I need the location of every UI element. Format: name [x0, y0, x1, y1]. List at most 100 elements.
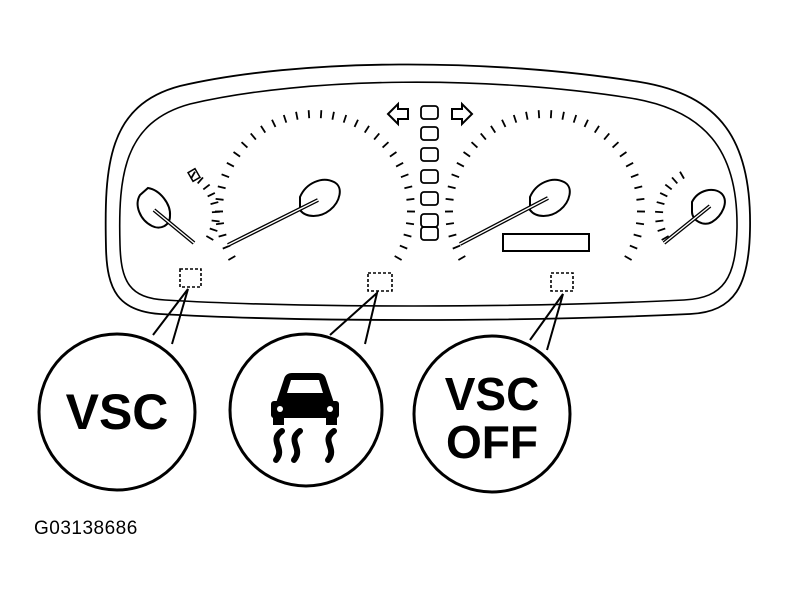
- warning-lamp-7: [420, 226, 439, 241]
- fuel-gauge-ticks: [190, 171, 220, 241]
- temperature-gauge-tick: [661, 235, 670, 241]
- slip-callout: [228, 290, 384, 488]
- speedometer-tick: [394, 255, 403, 261]
- warning-lamp-1: [420, 105, 439, 120]
- speedometer-tick: [319, 110, 323, 119]
- tachometer: [444, 110, 646, 261]
- fuel-gauge-tick: [207, 192, 216, 198]
- speedometer-tick: [260, 125, 267, 134]
- fuel-gauge-tick: [209, 227, 218, 232]
- vsc-callout-label: VSC: [66, 384, 169, 440]
- speedometer-tick: [221, 173, 230, 179]
- temperature-gauge-tick: [659, 192, 668, 198]
- speedometer-tick: [295, 111, 299, 120]
- tachometer-tick: [537, 110, 541, 119]
- cluster-inner-bezel: [118, 81, 738, 307]
- tachometer-tick: [633, 233, 642, 238]
- speedometer-tick: [271, 119, 277, 128]
- figure-id: G03138686: [34, 518, 138, 539]
- warning-lamp-4: [420, 169, 439, 184]
- fuel-gauge-tick: [210, 201, 219, 205]
- tachometer-tick: [447, 185, 456, 190]
- center-warning-lamps: [420, 105, 439, 241]
- tachometer-tick: [635, 222, 645, 226]
- temperature-gauge-tick: [655, 210, 664, 214]
- speedometer-tick: [389, 151, 397, 158]
- temperature-gauge-tick: [664, 183, 673, 191]
- speedometer-tick: [404, 185, 413, 190]
- speedometer-tick: [282, 114, 288, 123]
- tachometer-tick: [456, 161, 465, 168]
- tachometer-tick: [625, 161, 634, 168]
- warning-lamp-2: [420, 126, 439, 141]
- fuel-needle-hub: [136, 186, 172, 229]
- speedometer-tick: [331, 111, 335, 120]
- speedometer-tick: [403, 233, 412, 238]
- tachometer-tick: [463, 151, 471, 158]
- fuel-gauge-tick: [211, 219, 220, 223]
- tachometer-tick: [452, 244, 461, 250]
- speedometer-tick: [399, 244, 408, 250]
- tachometer-tick: [619, 151, 627, 158]
- speedometer-tick: [373, 132, 380, 141]
- speedometer-tick: [342, 114, 348, 123]
- vsc-off-leader-line: [529, 293, 564, 351]
- tachometer-tick: [611, 141, 620, 149]
- speedometer-tick: [406, 198, 415, 201]
- speedometer-needle-hub: [299, 178, 341, 217]
- tachometer-tick: [445, 198, 454, 201]
- tachometer-tick: [525, 111, 529, 120]
- left-turn-signal-icon: [386, 101, 409, 127]
- speedometer-tick: [218, 233, 227, 238]
- tachometer-tick: [490, 125, 497, 134]
- cluster-outer-housing: [104, 63, 751, 321]
- tachometer-tick: [445, 222, 455, 226]
- speedometer-tick: [363, 125, 370, 134]
- tachometer-tick: [629, 244, 638, 250]
- odometer-display: [502, 233, 590, 252]
- slip-leader-line: [329, 290, 379, 345]
- speedometer-tick: [233, 151, 241, 158]
- temperature-needle-hub: [691, 188, 726, 225]
- speedometer-ticks: [214, 110, 416, 261]
- speedometer-tick: [400, 173, 409, 179]
- vsc-leader-line: [152, 288, 189, 345]
- tachometer-tick: [561, 111, 565, 120]
- temperature-gauge-tick: [656, 201, 665, 205]
- tachometer-tick: [448, 233, 457, 238]
- vsc-off-callout-circle: [412, 334, 572, 494]
- fuel-icon: [187, 167, 201, 183]
- speedometer-tick: [307, 110, 311, 119]
- temperature-gauge-tick: [655, 219, 664, 223]
- speedometer-tick: [250, 132, 257, 141]
- temperature-gauge: [655, 171, 726, 245]
- speedometer-tick: [227, 255, 236, 261]
- tachometer-needle-hub: [529, 178, 571, 217]
- speedometer-tick: [215, 222, 225, 226]
- warning-lamp-3: [420, 147, 439, 162]
- slip-lamp-location: [367, 272, 393, 292]
- skidding-car-icon: [271, 373, 339, 463]
- tachometer-tick: [480, 132, 487, 141]
- speedometer-tick: [217, 185, 226, 190]
- speedometer-tick: [381, 141, 390, 149]
- vsc-callout-circle: [37, 332, 197, 492]
- temperature-gauge-tick: [671, 176, 678, 185]
- vsc-lamp-location: [179, 268, 202, 288]
- speedometer-tick: [240, 141, 249, 149]
- temperature-gauge-tick: [679, 171, 685, 180]
- tachometer-tick: [549, 110, 553, 119]
- warning-lamp-5: [420, 191, 439, 206]
- tachometer-tick: [457, 255, 466, 261]
- tachometer-tick: [593, 125, 600, 134]
- tachometer-tick: [470, 141, 479, 149]
- vsc-off-callout: VSC OFF: [412, 293, 572, 494]
- tachometer-tick: [583, 119, 589, 128]
- vsc-callout: VSC: [37, 288, 197, 492]
- speedometer-tick: [215, 198, 224, 201]
- speedometer-tick: [226, 161, 235, 168]
- tachometer-tick: [636, 198, 645, 201]
- tachometer-tick: [572, 114, 578, 123]
- tachometer-tick: [630, 173, 639, 179]
